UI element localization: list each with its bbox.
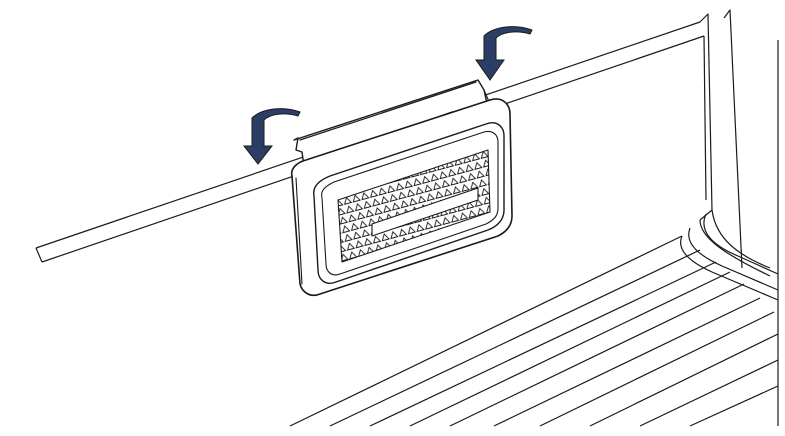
arrow-left (242, 108, 301, 165)
fridge-interior (35, 9, 779, 427)
shelf-corner (680, 235, 779, 301)
shelf-ridges (289, 235, 779, 427)
curved-down-arrow-icon (475, 26, 533, 81)
filter-unit (290, 79, 513, 297)
mesh-center-bar (371, 187, 479, 237)
curved-down-arrow-icon (242, 108, 301, 165)
arrow-right (475, 26, 533, 81)
